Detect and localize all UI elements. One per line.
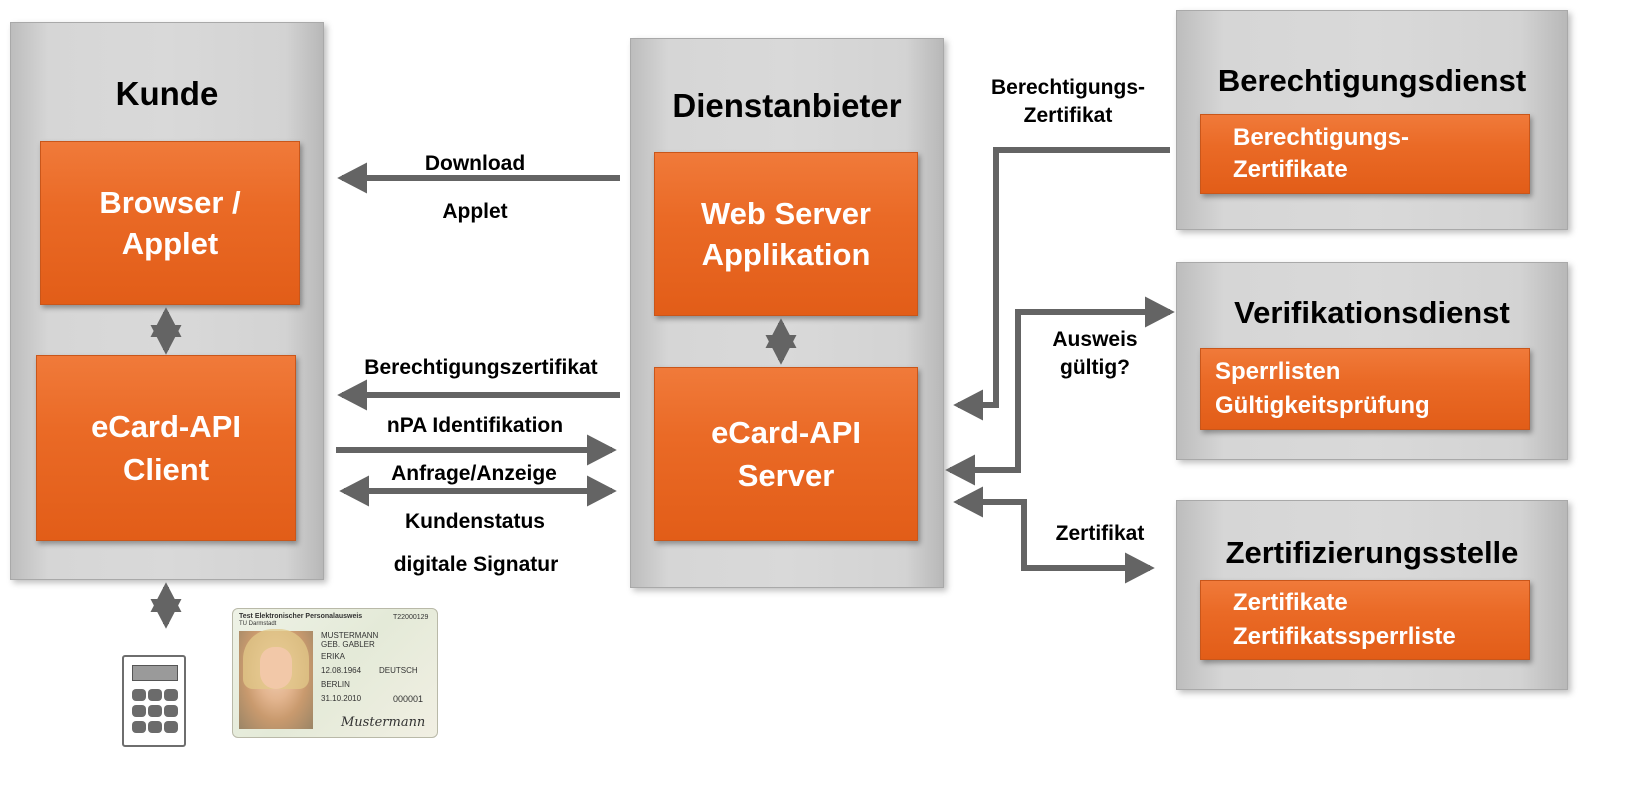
ausweis-gueltig-arrow bbox=[945, 296, 1175, 486]
verifikationsdienst-title: Verifikationsdienst bbox=[1234, 295, 1510, 330]
kunde-title: Kunde bbox=[115, 75, 219, 112]
ecard-api-server-box: eCard-API Server bbox=[654, 367, 918, 541]
server-line-2: Server bbox=[737, 458, 835, 493]
client-line-2: Client bbox=[122, 452, 210, 487]
server-line-1: eCard-API bbox=[711, 415, 861, 450]
id-card-number: T22000129 bbox=[393, 614, 429, 621]
card-reader-key bbox=[148, 721, 162, 733]
ausweis-line-1: Ausweis bbox=[1052, 328, 1138, 351]
id-card-photo bbox=[239, 629, 313, 729]
sperrlisten-box: Sperrlisten Gültigkeitsprüfung bbox=[1200, 348, 1530, 430]
ausweis-line-2: gültig? bbox=[1060, 356, 1130, 379]
berechtigungs-zertifikate-box: Berechtigungs- Zertifikate bbox=[1200, 114, 1530, 194]
id-card-name1: MUSTERMANN bbox=[321, 631, 379, 640]
digitale-signatur-label: digitale Signatur bbox=[393, 553, 559, 576]
zertifizierungsstelle-title: Zertifizierungsstelle bbox=[1225, 535, 1519, 570]
download-label: Download bbox=[424, 152, 526, 175]
browser-applet-box: Browser / Applet bbox=[40, 141, 300, 305]
browser-line-2: Applet bbox=[121, 226, 219, 261]
id-card-name2: GEB. GABLER bbox=[321, 640, 375, 649]
berechtigungs-label-line-1: Berechtigungs- bbox=[990, 76, 1145, 99]
applet-label: Applet bbox=[442, 200, 508, 223]
card-reader-display bbox=[132, 665, 178, 681]
dienstanbieter-title: Dienstanbieter bbox=[672, 87, 902, 124]
card-reader-icon bbox=[122, 655, 186, 747]
webserver-line-1: Web Server bbox=[700, 196, 871, 231]
web-server-applikation-box: Web Server Applikation bbox=[654, 152, 918, 316]
id-card-given: ERIKA bbox=[321, 652, 346, 661]
card-reader-key bbox=[132, 721, 146, 733]
berechtigungs-box-line-1: Berechtigungs- bbox=[1233, 124, 1410, 151]
id-photo-face bbox=[260, 647, 292, 689]
zertifikate-line-1: Zertifikate bbox=[1233, 589, 1348, 616]
card-reader-key bbox=[148, 705, 162, 717]
berechtigungs-label-line-2: Zertifikat bbox=[1023, 104, 1113, 127]
kundenstatus-label: Kundenstatus bbox=[404, 510, 545, 533]
card-reader-key bbox=[132, 689, 146, 701]
card-reader-key bbox=[164, 705, 178, 717]
id-card-nationality: DEUTSCH bbox=[379, 666, 418, 675]
card-reader-key bbox=[164, 721, 178, 733]
zertifikate-box: Zertifikate Zertifikatssperrliste bbox=[1200, 580, 1530, 660]
id-card-expiry: 31.10.2010 bbox=[321, 694, 362, 703]
zertifikate-line-2: Zertifikatssperrliste bbox=[1233, 623, 1456, 650]
ecard-api-client-box: eCard-API Client bbox=[36, 355, 296, 541]
sperrlisten-line-1: Sperrlisten bbox=[1215, 358, 1341, 385]
ausweis-gueltig-label: Ausweis gültig? bbox=[1040, 326, 1150, 382]
anfrage-anzeige-label: Anfrage/Anzeige bbox=[391, 462, 557, 485]
zertifikat-label: Zertifikat bbox=[1055, 522, 1145, 545]
browser-line-1: Browser / bbox=[99, 185, 241, 220]
berechtigungs-zertifikat-label: Berechtigungs- Zertifikat bbox=[968, 74, 1168, 130]
card-reader-key bbox=[148, 689, 162, 701]
id-card-sub: TU Darmstadt bbox=[239, 621, 277, 627]
id-card-header: Test Elektronischer Personalausweis bbox=[239, 613, 363, 620]
npa-identifikation-label: nPA Identifikation bbox=[386, 414, 564, 437]
id-card-signature: Mustermann bbox=[341, 715, 426, 730]
berechtigungs-box-line-2: Zertifikate bbox=[1233, 156, 1348, 183]
id-card-image: Test Elektronischer Personalausweis TU D… bbox=[232, 608, 438, 738]
sperrlisten-line-2: Gültigkeitsprüfung bbox=[1215, 392, 1430, 419]
id-card-birth: 12.08.1964 bbox=[321, 666, 362, 675]
card-reader-key bbox=[164, 689, 178, 701]
id-card-place: BERLIN bbox=[321, 680, 350, 689]
id-card-can: 000001 bbox=[393, 694, 424, 704]
client-line-1: eCard-API bbox=[91, 409, 241, 444]
berechtigungszertifikat-label: Berechtigungszertifikat bbox=[364, 356, 598, 379]
zertifikat-arrow bbox=[953, 486, 1155, 584]
berechtigungsdienst-title: Berechtigungsdienst bbox=[1217, 63, 1527, 98]
card-reader-key bbox=[132, 705, 146, 717]
webserver-line-2: Applikation bbox=[701, 237, 871, 272]
